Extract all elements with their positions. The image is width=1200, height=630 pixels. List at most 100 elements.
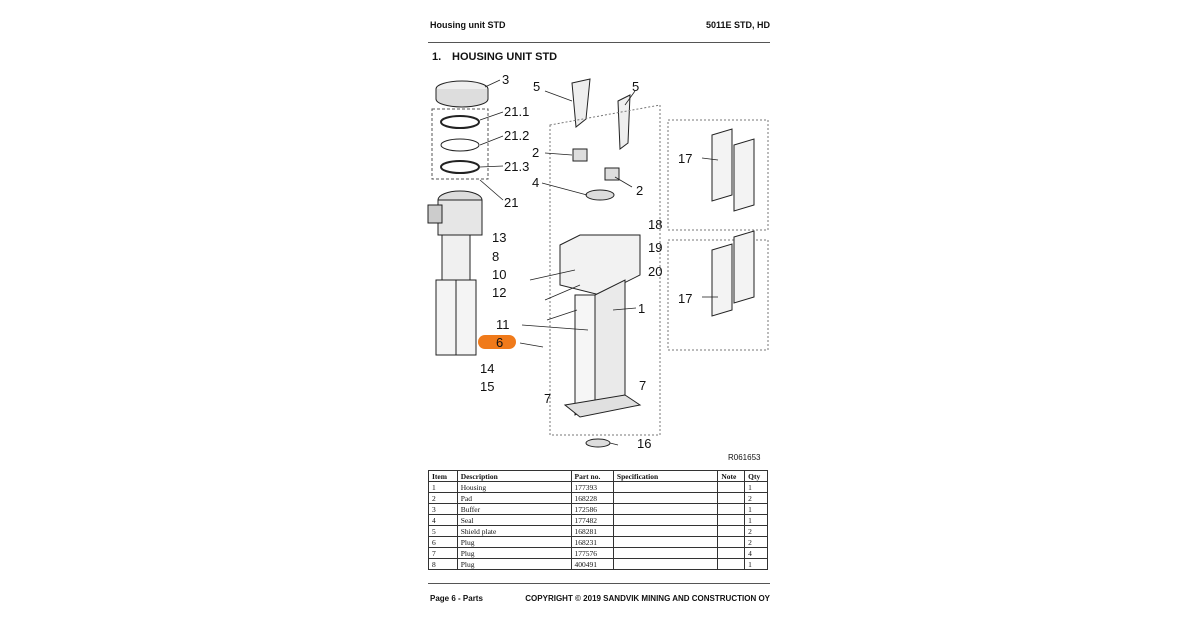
callout-6: 6 bbox=[496, 335, 503, 350]
side-plate-3 bbox=[711, 243, 733, 317]
table-cell bbox=[717, 503, 746, 515]
seal-group-box bbox=[431, 108, 489, 180]
col-item: Item bbox=[428, 470, 458, 482]
leader-lines bbox=[479, 79, 719, 446]
table-cell: 168281 bbox=[570, 525, 614, 537]
callout-21-2: 21.2 bbox=[504, 128, 529, 143]
side-plate-4 bbox=[733, 230, 755, 304]
hammer-cylinder bbox=[441, 234, 471, 281]
section-number: 1. bbox=[432, 51, 442, 63]
table-cell: 1 bbox=[744, 558, 768, 570]
side-plate-2 bbox=[733, 138, 755, 212]
table-cell: 1 bbox=[428, 481, 458, 493]
seal-21-3 bbox=[440, 160, 480, 174]
parts-table-header: Item Description Part no. Specification … bbox=[428, 470, 768, 482]
table-cell: Pad bbox=[456, 492, 572, 504]
callout-21: 21 bbox=[504, 195, 518, 210]
callout-2-left: 2 bbox=[532, 145, 539, 160]
header-rule bbox=[428, 42, 770, 43]
pad-left bbox=[572, 148, 588, 162]
highlight-item-6 bbox=[478, 335, 516, 349]
callout-13: 13 bbox=[492, 230, 506, 245]
table-cell bbox=[717, 558, 746, 570]
table-cell: 3 bbox=[428, 503, 458, 515]
header-right: 5011E STD, HD bbox=[705, 20, 770, 30]
table-cell bbox=[612, 547, 719, 559]
callout-7-right: 7 bbox=[639, 378, 646, 393]
table-cell: 7 bbox=[428, 547, 458, 559]
table-cell: 400491 bbox=[570, 558, 614, 570]
callout-1: 1 bbox=[638, 301, 645, 316]
housing-right-wall bbox=[594, 279, 626, 406]
table-cell bbox=[612, 536, 719, 548]
callout-4: 4 bbox=[532, 175, 539, 190]
table-cell: Plug bbox=[456, 558, 572, 570]
footer-left: Page 6 - Parts bbox=[430, 594, 483, 603]
table-cell bbox=[717, 492, 746, 504]
table-cell bbox=[717, 525, 746, 537]
callout-14: 14 bbox=[480, 361, 494, 376]
seal-16 bbox=[585, 438, 611, 448]
table-cell: Plug bbox=[456, 536, 572, 548]
table-cell: Shield plate bbox=[456, 525, 572, 537]
table-cell: 2 bbox=[744, 536, 768, 548]
table-cell: 177482 bbox=[570, 514, 614, 526]
col-description: Description bbox=[456, 470, 572, 482]
table-cell bbox=[612, 503, 719, 515]
table-cell: 172586 bbox=[570, 503, 614, 515]
callout-12: 12 bbox=[492, 285, 506, 300]
callout-18: 18 bbox=[648, 217, 662, 232]
table-cell: 8 bbox=[428, 558, 458, 570]
table-cell: 2 bbox=[744, 492, 768, 504]
callout-21-1: 21.1 bbox=[504, 104, 529, 119]
table-cell: 168231 bbox=[570, 536, 614, 548]
table-cell bbox=[612, 558, 719, 570]
callout-3: 3 bbox=[502, 72, 509, 87]
footer-rule bbox=[428, 583, 770, 584]
table-cell bbox=[612, 481, 719, 493]
plates-upper-box bbox=[667, 119, 769, 231]
footer-right: COPYRIGHT © 2019 SANDVIK MINING AND CONS… bbox=[525, 594, 770, 603]
hammer-head bbox=[437, 199, 483, 236]
table-cell bbox=[717, 514, 746, 526]
housing-top bbox=[559, 234, 641, 296]
housing-base bbox=[563, 394, 642, 418]
col-note: Note bbox=[717, 470, 746, 482]
plates-lower-box bbox=[667, 239, 769, 351]
buffer-body bbox=[435, 89, 489, 108]
table-cell: 2 bbox=[428, 492, 458, 504]
hammer-valve bbox=[427, 204, 443, 224]
drawing-reference: R061653 bbox=[728, 453, 761, 462]
callout-20: 20 bbox=[648, 264, 662, 279]
callout-15: 15 bbox=[480, 379, 494, 394]
callout-19: 19 bbox=[648, 240, 662, 255]
header-left: Housing unit STD bbox=[430, 20, 506, 30]
table-cell: 4 bbox=[428, 514, 458, 526]
col-qty: Qty bbox=[744, 470, 768, 482]
table-cell: 6 bbox=[428, 536, 458, 548]
housing-left-wall bbox=[574, 294, 596, 416]
callout-21-3: 21.3 bbox=[504, 159, 529, 174]
housing-outline bbox=[549, 104, 661, 436]
table-cell: Seal bbox=[456, 514, 572, 526]
callout-5-right: 5 bbox=[632, 79, 639, 94]
table-cell: 177393 bbox=[570, 481, 614, 493]
callout-16: 16 bbox=[637, 436, 651, 451]
table-cell: Plug bbox=[456, 547, 572, 559]
seal-4 bbox=[585, 189, 615, 201]
table-cell: 2 bbox=[744, 525, 768, 537]
table-cell: 1 bbox=[744, 481, 768, 493]
shield-plate-right bbox=[617, 94, 631, 150]
table-cell bbox=[612, 514, 719, 526]
table-cell bbox=[612, 525, 719, 537]
callout-7-left: 7 bbox=[544, 391, 551, 406]
callout-10: 10 bbox=[492, 267, 506, 282]
